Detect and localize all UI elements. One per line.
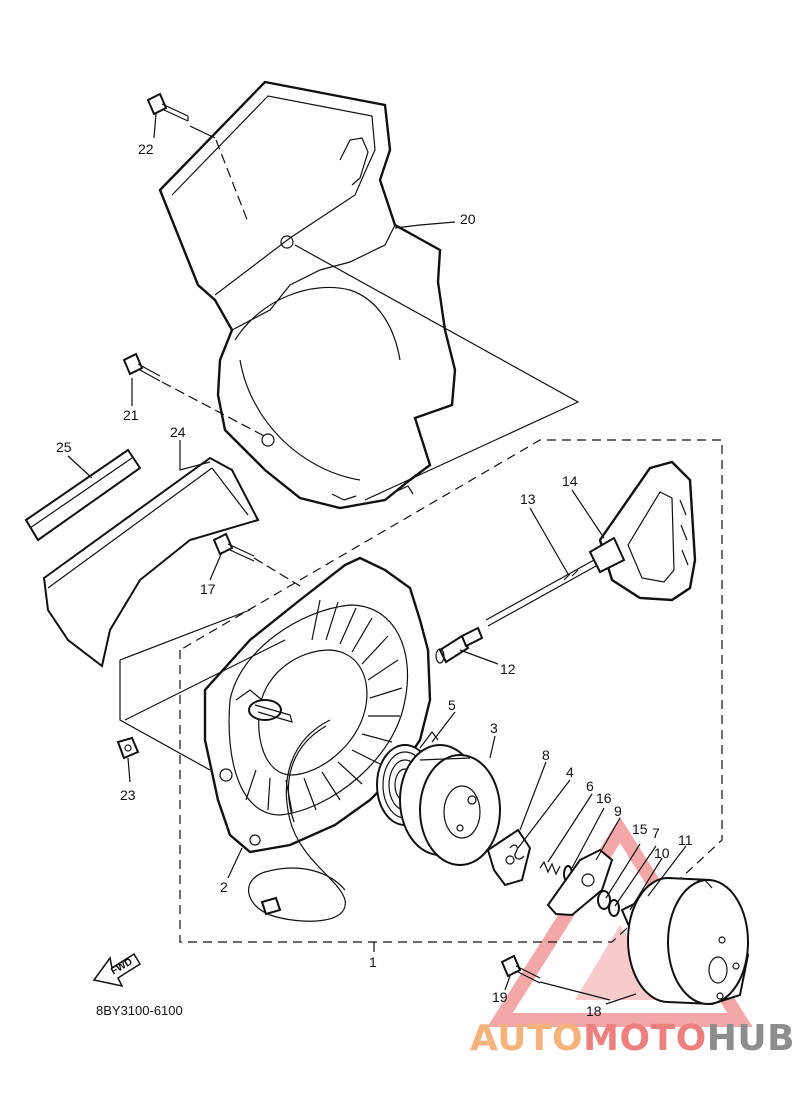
callout-6: 6 bbox=[586, 778, 594, 794]
part-13-starter-rope bbox=[485, 559, 597, 627]
part-20-blower-housing bbox=[158, 80, 457, 510]
callout-9: 9 bbox=[614, 803, 622, 819]
callout-3: 3 bbox=[490, 720, 498, 736]
watermark-part-moto: MOTO bbox=[583, 1018, 707, 1059]
part-12-rope-guide bbox=[435, 626, 484, 664]
part-22-bolt bbox=[146, 92, 189, 122]
callout-2: 2 bbox=[220, 879, 228, 895]
part-18-starter-cup bbox=[627, 877, 750, 1006]
callout-20: 20 bbox=[460, 211, 476, 227]
callout-13: 13 bbox=[520, 491, 536, 507]
part-6-spring bbox=[539, 860, 561, 876]
part-21-bolt bbox=[122, 352, 161, 382]
callout-14: 14 bbox=[562, 473, 578, 489]
part-19-bolt bbox=[500, 954, 541, 984]
watermark-part-hub: HUB bbox=[706, 1018, 796, 1059]
callout-19: 19 bbox=[492, 989, 508, 1005]
callout-labels: 22 20 21 25 24 14 13 17 12 5 3 8 4 6 16 … bbox=[56, 141, 693, 1019]
callout-15: 15 bbox=[632, 821, 648, 837]
part-17-bolt bbox=[212, 532, 255, 562]
callout-22: 22 bbox=[138, 141, 154, 157]
part-25-pad bbox=[24, 448, 142, 542]
part-3-pulley bbox=[399, 744, 501, 866]
callout-24: 24 bbox=[170, 424, 186, 440]
fwd-arrow-icon: FWD bbox=[92, 952, 142, 988]
part-14-starter-handle bbox=[588, 460, 697, 602]
callout-10: 10 bbox=[654, 845, 670, 861]
callout-12: 12 bbox=[500, 661, 516, 677]
part-8-ratchet bbox=[486, 828, 532, 887]
callout-23: 23 bbox=[120, 787, 136, 803]
part-2-starter-case bbox=[203, 556, 432, 922]
callout-21: 21 bbox=[123, 407, 139, 423]
part-9-guide-plate bbox=[546, 848, 614, 917]
callout-7: 7 bbox=[652, 825, 660, 841]
callout-17: 17 bbox=[200, 581, 216, 597]
diagram-reference-code: 8BY3100-6100 bbox=[96, 1003, 183, 1018]
case-fins bbox=[245, 599, 403, 813]
callout-5: 5 bbox=[448, 697, 456, 713]
callout-11: 11 bbox=[678, 832, 693, 848]
part-24-cover bbox=[42, 456, 260, 668]
callout-18: 18 bbox=[586, 1003, 602, 1019]
callout-8: 8 bbox=[542, 747, 550, 763]
watermark-part-auto: AUTO bbox=[470, 1018, 584, 1059]
watermark-logo: AUTOMOTOHUB bbox=[470, 1018, 795, 1059]
callout-25: 25 bbox=[56, 439, 72, 455]
leader-lines bbox=[67, 113, 687, 1005]
callout-4: 4 bbox=[566, 764, 574, 780]
part-23-nut bbox=[116, 736, 140, 760]
part-4-ratchet-spring bbox=[509, 844, 525, 860]
part-1-assembly-boundary bbox=[179, 439, 723, 943]
callout-1: 1 bbox=[369, 954, 377, 970]
callout-16: 16 bbox=[596, 790, 612, 806]
